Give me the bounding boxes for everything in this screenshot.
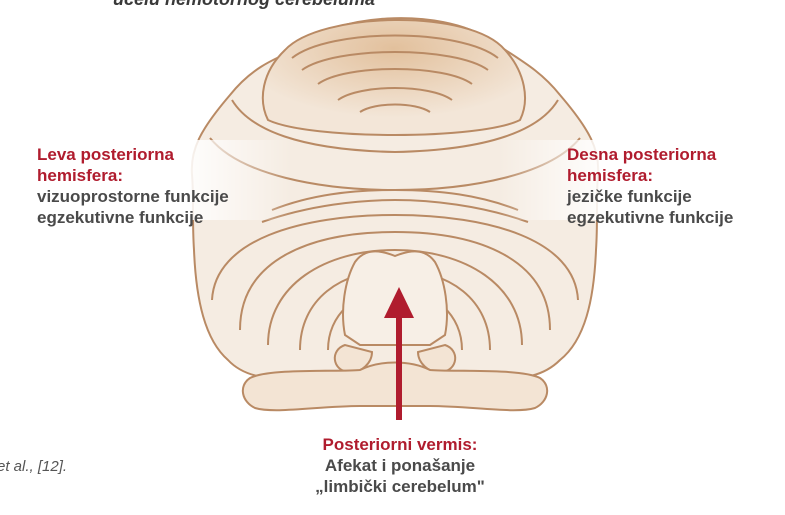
- vermis-label: Posteriorni vermis: Afekat i ponašanje „…: [285, 434, 515, 497]
- left-hemisphere-label: Leva posteriorna hemisfera: vizuoprostor…: [37, 144, 229, 228]
- right-label-heading-2: hemisfera:: [567, 165, 733, 186]
- left-label-heading-2: hemisfera:: [37, 165, 229, 186]
- left-label-heading-1: Leva posteriorna: [37, 144, 229, 165]
- anterior-lobe: [263, 20, 525, 135]
- left-label-function-2: egzekutivne funkcije: [37, 207, 229, 228]
- right-hemisphere-label: Desna posteriorna hemisfera: jezičke fun…: [567, 144, 733, 228]
- vermis-label-function-1: Afekat i ponašanje: [285, 455, 515, 476]
- vermis-label-heading: Posteriorni vermis:: [285, 434, 515, 455]
- right-label-function-1: jezičke funkcije: [567, 186, 733, 207]
- left-label-function-1: vizuoprostorne funkcije: [37, 186, 229, 207]
- citation: et al., [12].: [0, 458, 67, 475]
- right-label-function-2: egzekutivne funkcije: [567, 207, 733, 228]
- vermis-label-function-2: „limbički cerebelum": [285, 476, 515, 497]
- right-label-heading-1: Desna posteriorna: [567, 144, 733, 165]
